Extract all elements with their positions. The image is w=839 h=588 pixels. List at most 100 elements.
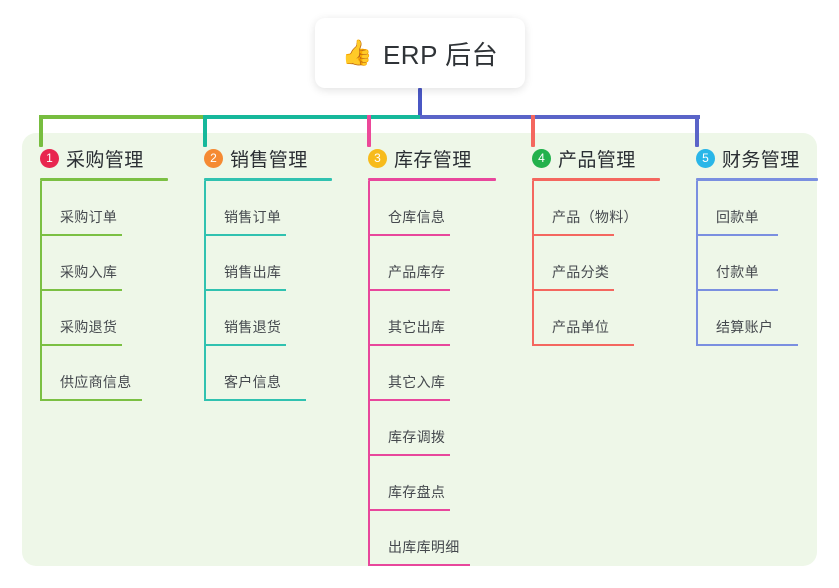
- branch-title: 产品管理: [558, 149, 636, 171]
- branch-item-label: 采购入库: [60, 264, 118, 280]
- branch-header-4[interactable]: 4 产品管理: [514, 146, 678, 171]
- branch-item[interactable]: 销售退货: [186, 291, 350, 346]
- branch-item[interactable]: 回款单: [678, 181, 839, 236]
- branch-item[interactable]: 产品库存: [350, 236, 514, 291]
- branch-item-rule: [532, 344, 634, 346]
- branch-item-list: 仓库信息产品库存其它出库其它入库库存调拨库存盘点出库库明细: [350, 181, 514, 566]
- branch-item[interactable]: 采购订单: [22, 181, 186, 236]
- branch-item[interactable]: 采购退货: [22, 291, 186, 346]
- branch-number-badge: 4: [532, 148, 551, 168]
- branch-number-badge: 1: [40, 148, 59, 168]
- branch-item-label: 出库库明细: [388, 539, 460, 555]
- branch-item-label: 产品（物料）: [552, 209, 638, 225]
- branch-item-list: 产品（物料） 产品分类产品单位: [514, 181, 678, 346]
- branch-item-rule: [40, 234, 122, 236]
- branch-header-rule: [368, 178, 496, 181]
- branch-item[interactable]: 出库库明细: [350, 511, 514, 566]
- branch-drop-1: [39, 115, 43, 147]
- branch-drop-3: [367, 115, 371, 147]
- branch-item[interactable]: 其它入库: [350, 346, 514, 401]
- branch-item[interactable]: 销售订单: [186, 181, 350, 236]
- branch-item-label: 仓库信息: [388, 209, 446, 225]
- branch-title: 库存管理: [394, 149, 472, 171]
- branch-item-list: 销售订单销售出库销售退货客户信息: [186, 181, 350, 401]
- branch-item-list: 采购订单采购入库采购退货供应商信息: [22, 181, 186, 401]
- branch-item-label: 采购订单: [60, 209, 118, 225]
- branch-item-label: 其它出库: [388, 319, 446, 335]
- branch-item[interactable]: 产品（物料）: [514, 181, 678, 236]
- branch-header-rule: [204, 178, 332, 181]
- branch-title: 销售管理: [230, 149, 308, 171]
- branch-item[interactable]: 付款单: [678, 236, 839, 291]
- branch-item-rule: [40, 399, 142, 401]
- branch-item-rule: [204, 289, 286, 291]
- branch-item[interactable]: 供应商信息: [22, 346, 186, 401]
- branch-item-rule: [40, 344, 122, 346]
- branch-item[interactable]: 客户信息: [186, 346, 350, 401]
- branch-item[interactable]: 产品单位: [514, 291, 678, 346]
- branch-header-2[interactable]: 2 销售管理: [186, 146, 350, 171]
- branch-item-rule: [40, 289, 122, 291]
- branch-drop-2: [203, 115, 207, 147]
- branch-item-rule: [368, 399, 450, 401]
- branch-drop-4: [531, 115, 535, 147]
- branch-spine: [696, 181, 698, 346]
- branches-panel: [22, 133, 817, 566]
- branch-item[interactable]: 其它出库: [350, 291, 514, 346]
- branch-item-rule: [696, 344, 798, 346]
- bus-segment-mid: [204, 115, 422, 119]
- branch-number-badge: 2: [204, 148, 223, 168]
- branch-item-rule: [368, 289, 450, 291]
- branch-header-1[interactable]: 1 采购管理: [22, 146, 186, 171]
- bus-segment-left: [40, 115, 206, 119]
- branch-item[interactable]: 产品分类: [514, 236, 678, 291]
- branch-item-label: 销售订单: [224, 209, 282, 225]
- root-stem: [418, 88, 422, 119]
- branch-item-rule: [204, 399, 306, 401]
- branch-number-badge: 3: [368, 148, 387, 168]
- branch-item[interactable]: 销售出库: [186, 236, 350, 291]
- branch-item-rule: [368, 454, 450, 456]
- branch-item-list: 回款单付款单结算账户: [678, 181, 839, 346]
- branch-item-label: 其它入库: [388, 374, 446, 390]
- branch-item-label: 供应商信息: [60, 374, 132, 390]
- branch-item-rule: [532, 289, 614, 291]
- branch-spine: [368, 181, 370, 566]
- branch-item-label: 付款单: [716, 264, 759, 280]
- branch-drop-5: [695, 115, 699, 147]
- branch-item-rule: [696, 289, 778, 291]
- branch-item-label: 客户信息: [224, 374, 282, 390]
- branch-header-rule: [532, 178, 660, 181]
- branch-column-2: 2 销售管理销售订单销售出库销售退货客户信息: [186, 146, 350, 401]
- branch-header-rule: [696, 178, 818, 181]
- branch-header-rule: [40, 178, 168, 181]
- root-title: ERP 后台: [382, 39, 499, 70]
- branch-column-3: 3 库存管理仓库信息产品库存其它出库其它入库库存调拨库存盘点出库库明细: [350, 146, 514, 566]
- branch-item-label: 库存盘点: [388, 484, 446, 500]
- branch-item-rule: [368, 344, 450, 346]
- branch-item-rule: [204, 344, 286, 346]
- branch-item[interactable]: 库存盘点: [350, 456, 514, 511]
- branch-item[interactable]: 采购入库: [22, 236, 186, 291]
- branch-item-label: 销售退货: [224, 319, 282, 335]
- branch-item-label: 回款单: [716, 209, 759, 225]
- branch-item[interactable]: 仓库信息: [350, 181, 514, 236]
- branch-title: 采购管理: [66, 149, 144, 171]
- branch-item-label: 产品单位: [552, 319, 610, 335]
- branch-item[interactable]: 结算账户: [678, 291, 839, 346]
- branch-header-3[interactable]: 3 库存管理: [350, 146, 514, 171]
- branch-column-4: 4 产品管理产品（物料） 产品分类产品单位: [514, 146, 678, 346]
- branch-item-rule: [204, 234, 286, 236]
- branch-item-label: 产品分类: [552, 264, 610, 280]
- branch-column-1: 1 采购管理采购订单采购入库采购退货供应商信息: [22, 146, 186, 401]
- branch-item[interactable]: 库存调拨: [350, 401, 514, 456]
- branch-item-rule: [532, 234, 614, 236]
- branch-item-label: 产品库存: [388, 264, 446, 280]
- branch-item-rule: [368, 509, 450, 511]
- branch-spine: [532, 181, 534, 346]
- branch-item-rule: [696, 234, 778, 236]
- root-node[interactable]: 👍 ERP 后台: [315, 18, 525, 88]
